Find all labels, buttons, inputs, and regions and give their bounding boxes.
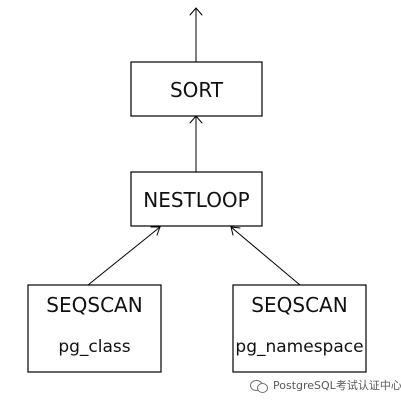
node-nestloop: NESTLOOP bbox=[130, 171, 263, 227]
edge-nestloop-to-sort bbox=[189, 115, 203, 172]
node-nestloop-label: NESTLOOP bbox=[143, 188, 249, 212]
watermark-text: PostgreSQL考试认证中心 bbox=[273, 379, 401, 392]
edge-sort-output bbox=[189, 7, 203, 62]
node-sort: SORT bbox=[130, 61, 263, 117]
watermark: PostgreSQL考试认证中心 bbox=[250, 374, 401, 396]
node-seqscan-pg-class-label: SEQSCAN bbox=[46, 293, 142, 317]
wechat-icon bbox=[250, 378, 268, 393]
node-seqscan-pg-namespace: SEQSCAN pg_namespace bbox=[232, 284, 367, 373]
node-seqscan-pg-class: SEQSCAN pg_class bbox=[27, 284, 162, 373]
edge-seqscan-namespace-to-nestloop bbox=[230, 226, 301, 286]
node-seqscan-pg-namespace-label: SEQSCAN bbox=[251, 293, 347, 317]
edge-seqscan-class-to-nestloop bbox=[87, 226, 161, 286]
node-seqscan-pg-namespace-table: pg_namespace bbox=[235, 337, 363, 357]
node-sort-label: SORT bbox=[170, 78, 224, 102]
node-seqscan-pg-class-table: pg_class bbox=[58, 337, 130, 357]
